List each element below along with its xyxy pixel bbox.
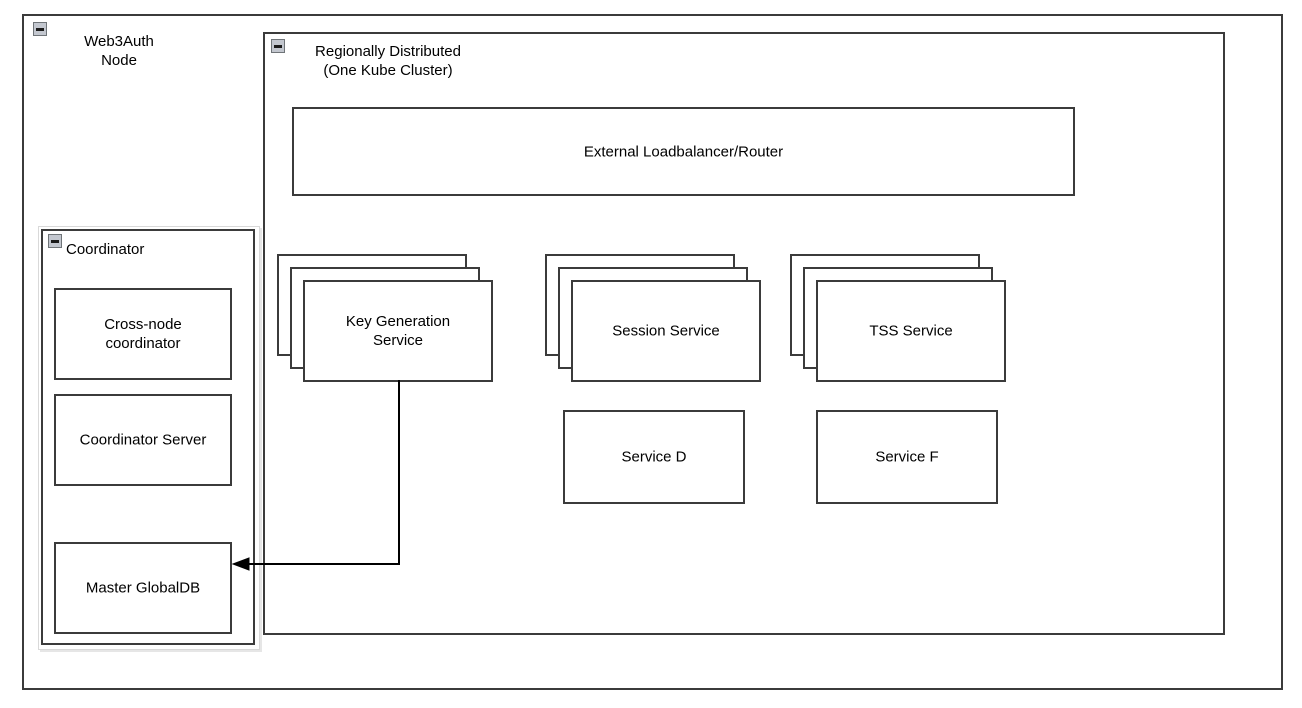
- key-generation-service-replica-3[interactable]: Key Generation Service: [303, 280, 493, 382]
- service-f-box[interactable]: Service F: [816, 410, 998, 504]
- master-globaldb-label: Master GlobalDB: [85, 579, 201, 597]
- cross-node-coordinator-label: Cross-node coordinator: [104, 316, 182, 352]
- session-service-stack[interactable]: Session Service: [545, 254, 761, 382]
- service-f-label: Service F: [875, 448, 939, 466]
- regionally-distributed-collapse-icon[interactable]: [271, 39, 285, 53]
- tss-service-replica-3[interactable]: TSS Service: [816, 280, 1006, 382]
- service-d-box[interactable]: Service D: [563, 410, 745, 504]
- master-globaldb-box[interactable]: Master GlobalDB: [54, 542, 232, 634]
- service-d-label: Service D: [621, 448, 687, 466]
- key-generation-service-stack[interactable]: Key Generation Service: [277, 254, 493, 382]
- key-generation-service-label: Key Generation Service: [345, 313, 451, 349]
- session-service-replica-3[interactable]: Session Service: [571, 280, 761, 382]
- tss-service-stack[interactable]: TSS Service: [790, 254, 1006, 382]
- coordinator-collapse-icon[interactable]: [48, 234, 62, 248]
- coordinator-label: Coordinator: [66, 241, 145, 258]
- coordinator-server-label: Coordinator Server: [79, 431, 207, 449]
- coordinator-server-box[interactable]: Coordinator Server: [54, 394, 232, 486]
- external-loadbalancer-label: External Loadbalancer/Router: [583, 143, 784, 160]
- tss-service-label: TSS Service: [869, 322, 953, 340]
- web3auth-node-label: Web3Auth Node: [84, 33, 154, 69]
- regionally-distributed-label: Regionally Distributed (One Kube Cluster…: [315, 43, 461, 79]
- web3auth-node-collapse-icon[interactable]: [33, 22, 47, 36]
- session-service-label: Session Service: [612, 322, 720, 340]
- cross-node-coordinator-box[interactable]: Cross-node coordinator: [54, 288, 232, 380]
- external-loadbalancer-box[interactable]: External Loadbalancer/Router: [292, 107, 1075, 196]
